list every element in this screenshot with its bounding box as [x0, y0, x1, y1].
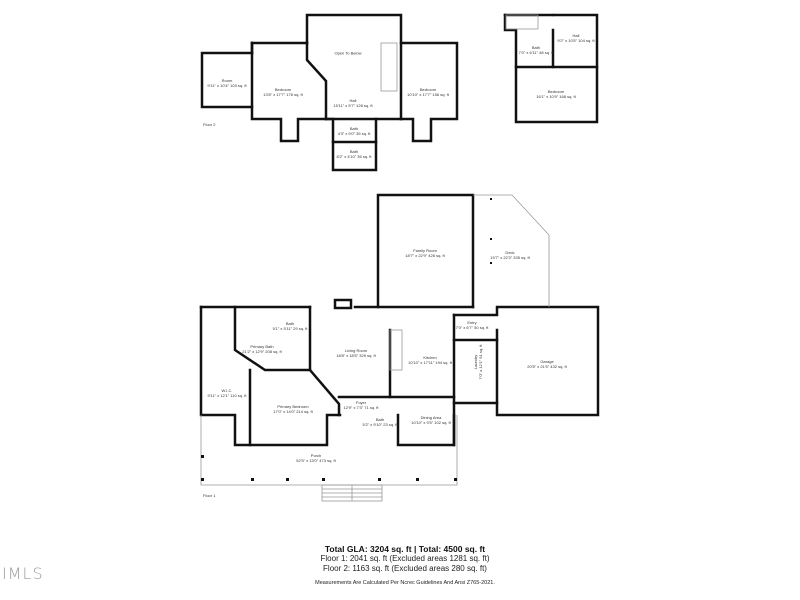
floor-tag: Floor 1: [203, 493, 216, 498]
porch-posts: [201, 198, 492, 481]
floor1-area: Floor 1: 2041 sq. ft (Excluded areas 128…: [320, 554, 490, 563]
room-label: W.I.C.9'11" x 12'1" 110 sq. ft: [207, 388, 247, 398]
area-summary: Total GLA: 3204 sq. ft | Total: 4500 sq.…: [300, 544, 510, 573]
floor2-area: Floor 2: 1163 sq. ft (Excluded areas 280…: [323, 563, 487, 573]
mls-watermark: IMLS: [2, 564, 44, 583]
floor-tag: Floor 2: [203, 122, 216, 127]
floor2-annex-walls: [503, 13, 599, 124]
room-label: Open To Below: [334, 50, 362, 56]
floor1-walls: [199, 193, 600, 447]
measurement-note: Measurements Are Calculated Per Ncrec Gu…: [315, 580, 495, 586]
floor2-walls: [200, 13, 459, 172]
thin-outlines: [200, 14, 550, 502]
total-gla: Total GLA: 3204 sq. ft | Total: 4500 sq.…: [324, 544, 486, 554]
